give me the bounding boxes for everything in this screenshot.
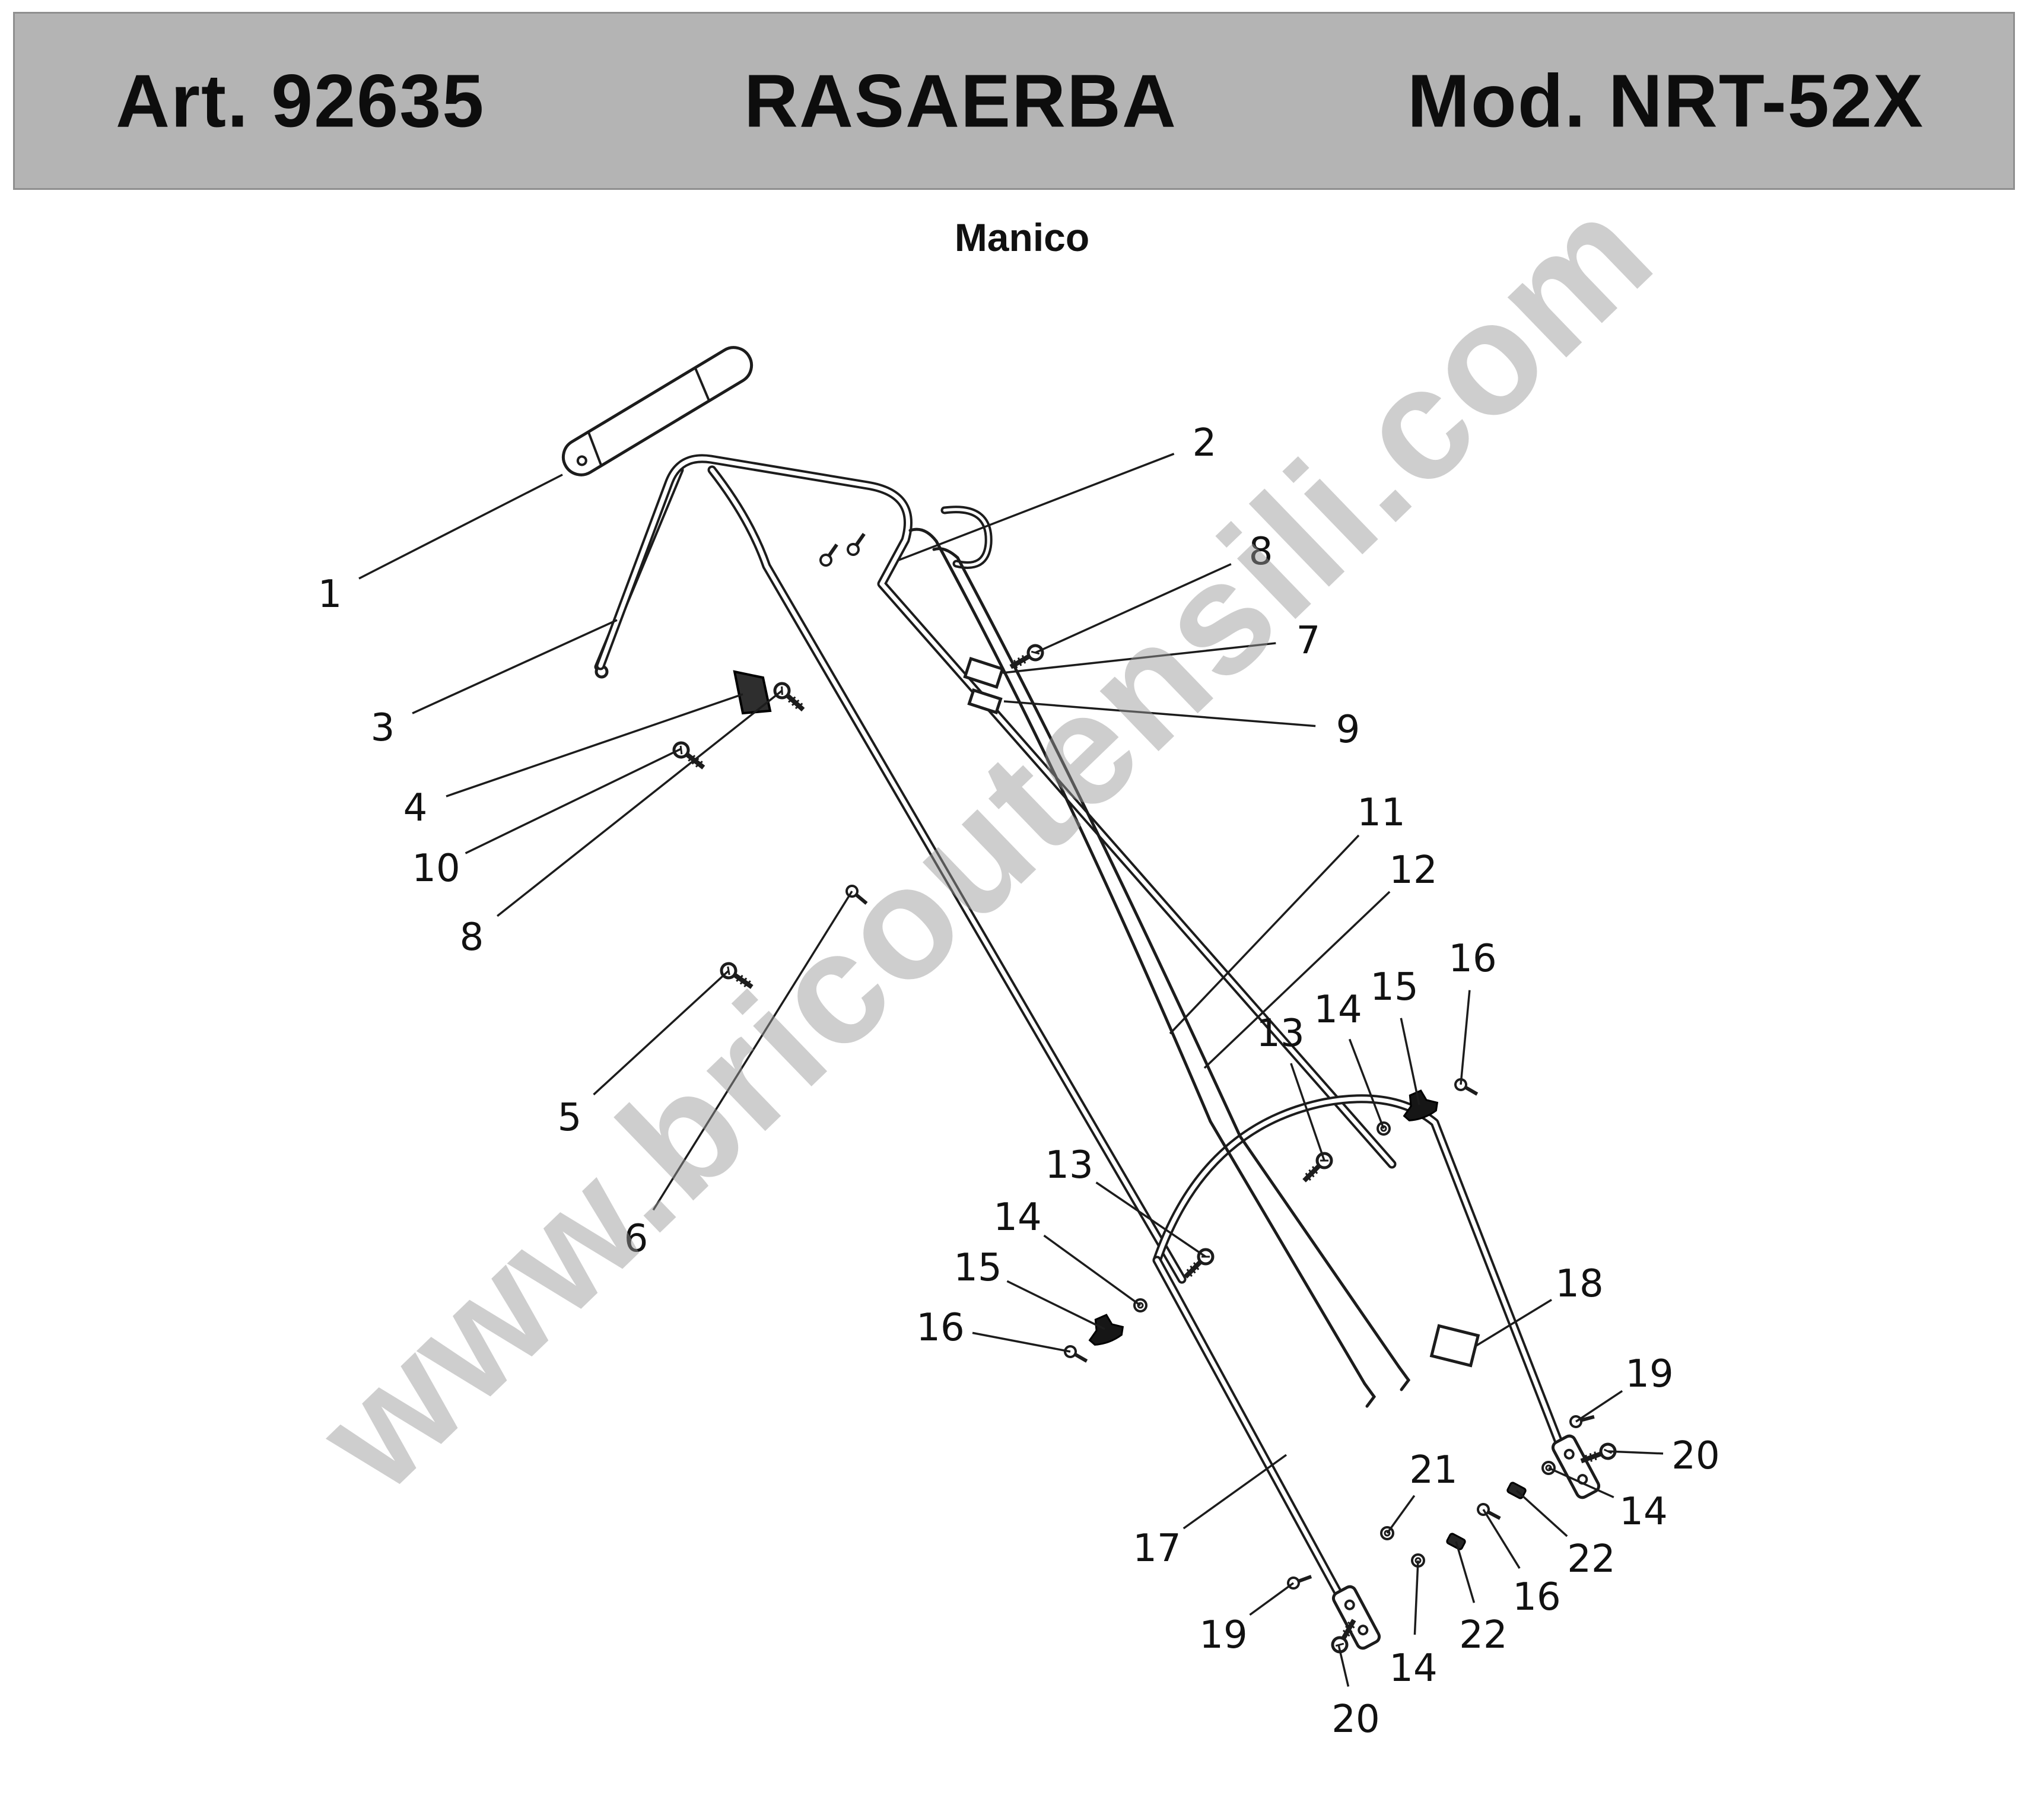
screw-5	[719, 961, 756, 993]
screw-13-right	[1299, 1150, 1334, 1185]
callout-16: 16	[1448, 937, 1496, 981]
callout-19: 19	[1625, 1352, 1673, 1396]
callout-5: 5	[558, 1096, 582, 1140]
callout-16: 16	[1512, 1575, 1560, 1619]
callout-4: 4	[403, 786, 428, 830]
callout-22: 22	[1567, 1537, 1615, 1581]
callout-11: 11	[1357, 791, 1405, 835]
control-cables	[908, 527, 1411, 1408]
callout-9: 9	[1336, 708, 1360, 752]
leader-line-22	[1455, 1541, 1476, 1603]
leader-line-15	[1400, 1018, 1420, 1105]
upper-handle	[600, 459, 1392, 1279]
header-bar: Art. 92635 RASAERBA Mod. NRT-52X	[13, 12, 2015, 190]
leader-line-8	[497, 689, 783, 917]
right-foot-plate	[1551, 1434, 1601, 1499]
callout-10: 10	[412, 847, 460, 891]
bolt-19-left	[1286, 1572, 1313, 1590]
leader-line-16	[1460, 990, 1471, 1085]
leader-line-14	[1348, 1038, 1385, 1129]
leader-line-4	[446, 693, 743, 797]
leader-line-14	[1043, 1234, 1142, 1307]
leader-line-16	[972, 1331, 1071, 1353]
callout-1: 1	[318, 573, 342, 616]
leader-line-19	[1249, 1582, 1295, 1616]
product-name: RASAERBA	[743, 59, 1178, 143]
leader-line-20	[1607, 1450, 1664, 1455]
left-foot-plate	[1331, 1585, 1381, 1650]
screw-8-left	[772, 681, 808, 715]
callout-3: 3	[371, 706, 395, 750]
cable-clamp	[963, 656, 1004, 689]
callout-19: 19	[1199, 1613, 1247, 1657]
leader-line-10	[465, 748, 682, 854]
leader-line-2	[897, 453, 1175, 562]
leader-line-20	[1337, 1644, 1350, 1687]
callout-13: 13	[1256, 1012, 1304, 1056]
bolt-16-right	[1454, 1078, 1480, 1099]
leader-line-1	[358, 473, 563, 580]
leader-line-22	[1515, 1489, 1568, 1537]
callout-14: 14	[1619, 1490, 1667, 1534]
callout-20: 20	[1671, 1434, 1719, 1478]
callout-15: 15	[1370, 965, 1418, 1009]
callout-8: 8	[1249, 530, 1273, 574]
cable-clamp-lower	[967, 688, 1003, 714]
callout-2: 2	[1193, 421, 1217, 465]
callout-13: 13	[1045, 1143, 1093, 1187]
leader-line-7	[1002, 642, 1276, 674]
leader-line-15	[1006, 1280, 1105, 1330]
article-number: Art. 92635	[116, 59, 485, 143]
callout-14: 14	[993, 1196, 1041, 1239]
callout-12: 12	[1389, 848, 1437, 892]
callout-17: 17	[1133, 1527, 1181, 1571]
callout-15: 15	[953, 1246, 1002, 1290]
leader-line-9	[1003, 700, 1316, 727]
leader-line-3	[412, 619, 618, 714]
callout-14: 14	[1314, 988, 1362, 1032]
fasteners	[671, 643, 1617, 1655]
callout-22: 22	[1459, 1613, 1507, 1657]
leader-line-5	[593, 970, 730, 1096]
cam-lever	[733, 670, 772, 715]
bracket-18	[1429, 1324, 1480, 1368]
grip-handle	[561, 346, 754, 476]
callout-14: 14	[1389, 1647, 1437, 1690]
callout-20: 20	[1331, 1698, 1379, 1741]
leader-line-6	[652, 891, 853, 1211]
callout-16: 16	[916, 1306, 964, 1350]
callout-6: 6	[624, 1217, 649, 1261]
leader-line-21	[1386, 1495, 1416, 1534]
lower-handle	[1157, 1099, 1601, 1650]
leader-line-17	[1182, 1454, 1288, 1530]
model-number: Mod. NRT-52X	[1407, 59, 1924, 143]
screw-10	[671, 740, 708, 773]
bolt-16-left	[1063, 1345, 1090, 1366]
bolt-19-right	[1569, 1412, 1595, 1428]
leader-line-14	[1413, 1560, 1419, 1635]
leader-line-13	[1095, 1181, 1206, 1258]
leader-line-8	[1035, 563, 1232, 654]
leader-line-14	[1548, 1467, 1614, 1499]
leader-line-11	[1169, 834, 1360, 1035]
knob-15-left	[1083, 1310, 1127, 1349]
leader-line-19	[1575, 1390, 1623, 1423]
callout-8: 8	[460, 916, 484, 959]
handle-line-art	[561, 346, 1617, 1655]
leader-line-12	[1203, 891, 1391, 1069]
diagram-title: Manico	[954, 215, 1090, 259]
leader-line-18	[1476, 1299, 1552, 1347]
callout-7: 7	[1296, 619, 1321, 663]
callout-18: 18	[1555, 1262, 1603, 1306]
callout-layer: 1287934108111256131415161314151618192014…	[318, 421, 1720, 1741]
leader-line-13	[1290, 1063, 1325, 1161]
leader-line-16	[1482, 1509, 1521, 1569]
callout-21: 21	[1409, 1448, 1457, 1492]
